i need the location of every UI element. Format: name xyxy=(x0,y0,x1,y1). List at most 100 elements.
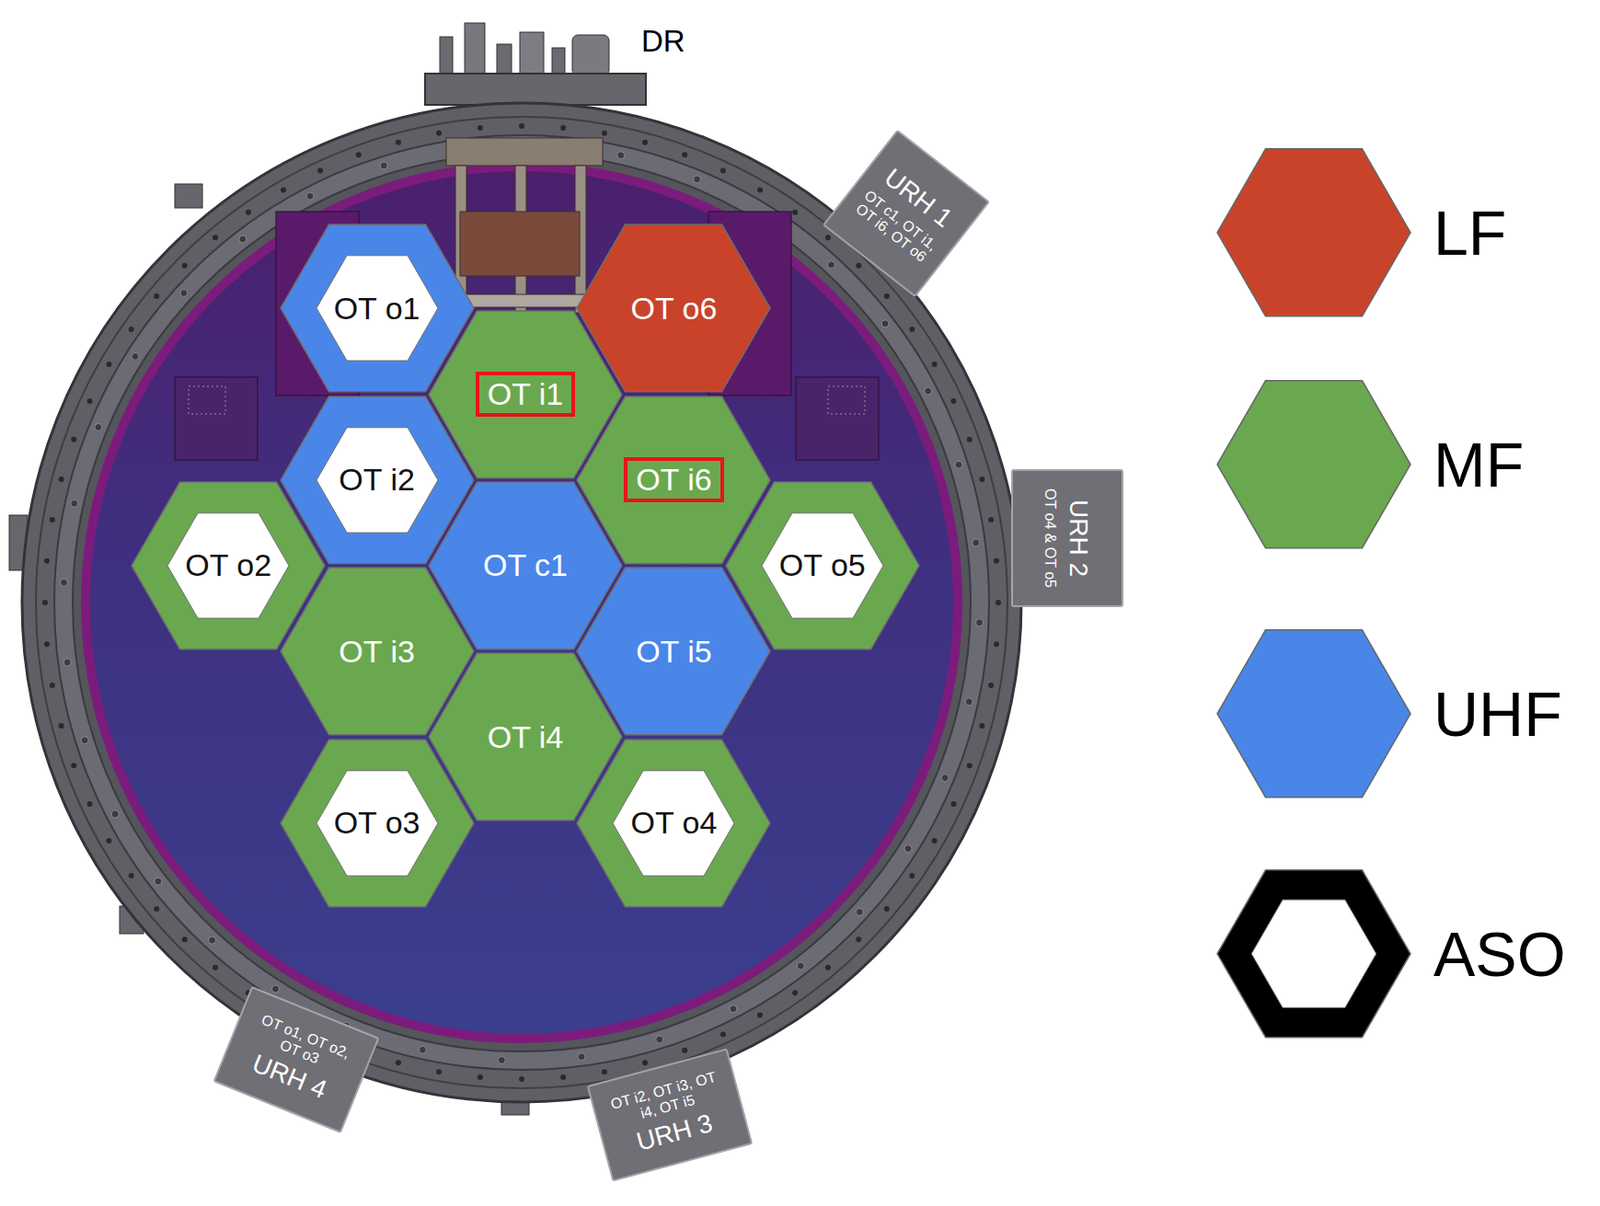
optics-tube-hex: OT i5 xyxy=(576,567,771,736)
bolt xyxy=(681,1047,688,1054)
dilution-refrigerator xyxy=(425,23,646,105)
optics-tube-hex: OT o2 xyxy=(131,482,325,650)
bolt xyxy=(993,641,1000,647)
legend-entry: UHF xyxy=(1216,629,1590,799)
legend-entry: LF xyxy=(1216,148,1590,318)
bolt xyxy=(950,398,956,404)
bolt xyxy=(796,962,805,970)
bolt xyxy=(720,1031,726,1037)
bolt xyxy=(477,125,484,131)
bolt xyxy=(317,168,323,174)
bolt xyxy=(111,810,119,818)
bolt xyxy=(44,558,50,565)
tube-label: OT c1 xyxy=(483,548,568,583)
connector-array xyxy=(828,386,865,415)
optics-tube-hex: OT o4 xyxy=(576,739,771,908)
bolt xyxy=(932,361,938,368)
legend-swatch xyxy=(1216,379,1412,550)
bolt xyxy=(239,235,247,243)
tube-label: OT i1 xyxy=(475,371,576,417)
tube-label: OT i5 xyxy=(635,634,713,669)
shell-ring xyxy=(72,153,971,1052)
bolt xyxy=(577,1053,586,1061)
bolt xyxy=(884,293,890,300)
text-wrap: OT i2, OT i3, OT i4, OT i5URH 3 xyxy=(599,1059,740,1171)
swatch-hex xyxy=(1217,870,1411,1038)
bolt xyxy=(617,151,625,160)
optics-tube-hex: OT i3 xyxy=(280,567,474,736)
pipe xyxy=(519,32,544,76)
mixing-plate xyxy=(460,211,580,277)
bolt xyxy=(70,499,79,507)
text-wrap: URH 1OT c1, OT i1, OT i6, OT o6 xyxy=(837,143,977,284)
bolt xyxy=(44,641,50,647)
flange-box: OT i2, OT i3, OT i4, OT i5URH 3 xyxy=(587,1047,754,1182)
bolt xyxy=(909,326,915,333)
bolt xyxy=(379,161,388,170)
optics-tube-hex: OT i2 xyxy=(280,396,474,565)
legend-label: LF xyxy=(1433,201,1507,265)
text-wrap: OT o6 xyxy=(576,224,771,392)
text-wrap: OT o3 xyxy=(280,739,474,908)
bolt xyxy=(87,398,93,404)
swatch-inner-hex xyxy=(1251,899,1377,1009)
bolt xyxy=(94,423,103,431)
legend-label: UHF xyxy=(1433,682,1563,746)
optics-tube-hex: OT i1 xyxy=(428,310,622,479)
bolt xyxy=(87,801,93,807)
bolt xyxy=(105,361,112,368)
legend-entry: MF xyxy=(1216,379,1590,550)
bolt xyxy=(154,877,162,886)
part-label: DR xyxy=(641,23,686,59)
bolt xyxy=(560,1074,566,1081)
legend-swatch xyxy=(1216,148,1412,318)
bolt xyxy=(58,723,65,729)
text-wrap: OT o5 xyxy=(725,482,920,650)
tube-label: OT i6 xyxy=(623,457,725,503)
bolt xyxy=(128,873,135,879)
optics-tube-hex: OT i4 xyxy=(428,653,622,821)
text-wrap: OT c1 xyxy=(428,482,622,650)
bolt xyxy=(49,517,56,523)
text-wrap: OT o2 xyxy=(131,482,325,650)
aso-inner-hex xyxy=(167,513,289,619)
bolt xyxy=(932,838,938,844)
text-wrap: OT i3 xyxy=(280,567,474,736)
legend-swatch xyxy=(1216,869,1412,1039)
pipe xyxy=(464,23,485,76)
bolt xyxy=(518,123,525,129)
optics-tube-hex: OT o6 xyxy=(576,224,771,392)
bolt xyxy=(978,723,985,729)
bolt xyxy=(59,578,68,587)
dr-insert xyxy=(446,138,603,313)
bolt xyxy=(436,130,442,137)
text-wrap: OT o1 xyxy=(280,224,474,392)
optics-tube-hex: OT i6 xyxy=(576,396,771,565)
shell-ring xyxy=(35,116,1008,1089)
connector-array xyxy=(188,386,226,415)
bolt xyxy=(642,139,648,146)
bolt xyxy=(280,186,287,193)
pipe xyxy=(572,34,610,76)
bolt xyxy=(681,151,688,158)
bolt xyxy=(757,186,763,193)
bolt xyxy=(356,151,362,158)
bolt xyxy=(855,263,862,269)
bolt xyxy=(153,293,160,300)
bolt xyxy=(993,558,1000,565)
bolt xyxy=(976,619,984,627)
bolt xyxy=(436,1069,442,1075)
tube-label: OT o6 xyxy=(630,291,717,326)
bolt xyxy=(560,125,566,131)
bolt xyxy=(656,1035,664,1044)
bolt xyxy=(825,965,831,971)
bolt xyxy=(693,175,702,184)
text-wrap: OT o1, OT o2, OT o3URH 4 xyxy=(226,999,366,1122)
pipe xyxy=(496,44,512,76)
bolt xyxy=(988,517,994,523)
pipe xyxy=(439,36,453,76)
tube-label: OT o5 xyxy=(779,548,866,583)
insert-plate xyxy=(446,138,603,166)
bolt xyxy=(212,234,219,241)
